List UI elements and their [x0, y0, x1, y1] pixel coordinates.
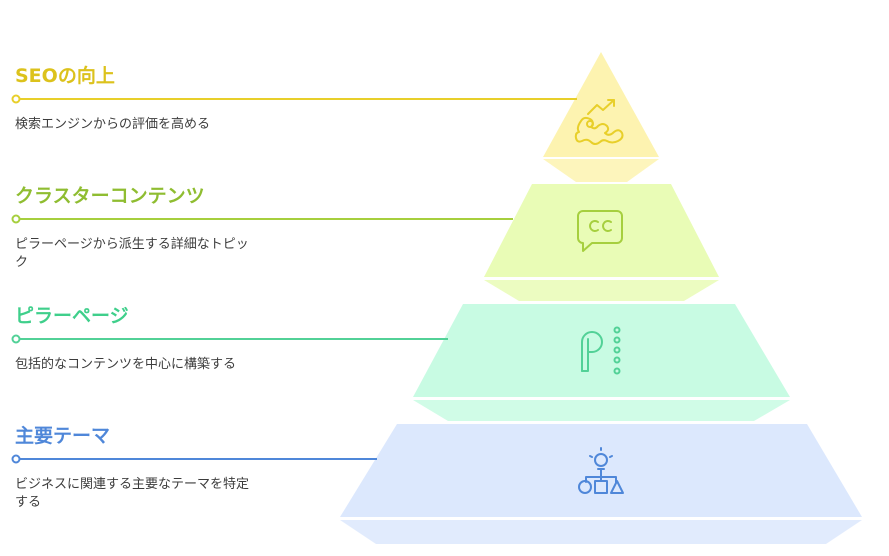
pyramid-tier-3: [413, 304, 790, 421]
tier-4-title: 主要テーマ: [15, 425, 111, 447]
tier-1-face: [543, 52, 659, 157]
cc-chat-bubble-icon: [577, 210, 623, 252]
tier-1-shadow: [543, 159, 659, 182]
trending-up-puzzle-icon: [574, 99, 624, 145]
pyramid-tier-1: [543, 52, 659, 182]
pyramid-tier-4: [340, 424, 862, 544]
tier-4-connector: [11, 454, 377, 464]
tier-4-description: ビジネスに関連する主要なテーマを特定する: [15, 477, 250, 510]
tier-2-shadow: [484, 280, 719, 301]
tier-3-description: 包括的なコンテンツを中心に構築する: [15, 357, 237, 372]
tier-1-description: 検索エンジンからの評価を高める: [15, 117, 211, 132]
tier-2-face: [484, 184, 719, 277]
tier-3-shadow: [413, 400, 790, 421]
tier-3-connector: [11, 334, 448, 344]
tier-2-connector: [11, 214, 513, 224]
tier-1-connector: [11, 94, 577, 104]
tier-3-face: [413, 304, 790, 397]
tier-2-description: ピラーページから派生する詳細なトピック: [15, 237, 249, 270]
tier-3-title: ピラーページ: [15, 305, 129, 327]
tier-2-title: クラスターコンテンツ: [15, 185, 205, 207]
tier-1-title: SEOの向上: [15, 65, 115, 87]
tier-4-shadow: [340, 520, 862, 544]
pillar-letter-p-icon: [581, 326, 621, 375]
pyramid-tier-2: [484, 184, 719, 301]
idea-shapes-icon: [578, 447, 624, 494]
